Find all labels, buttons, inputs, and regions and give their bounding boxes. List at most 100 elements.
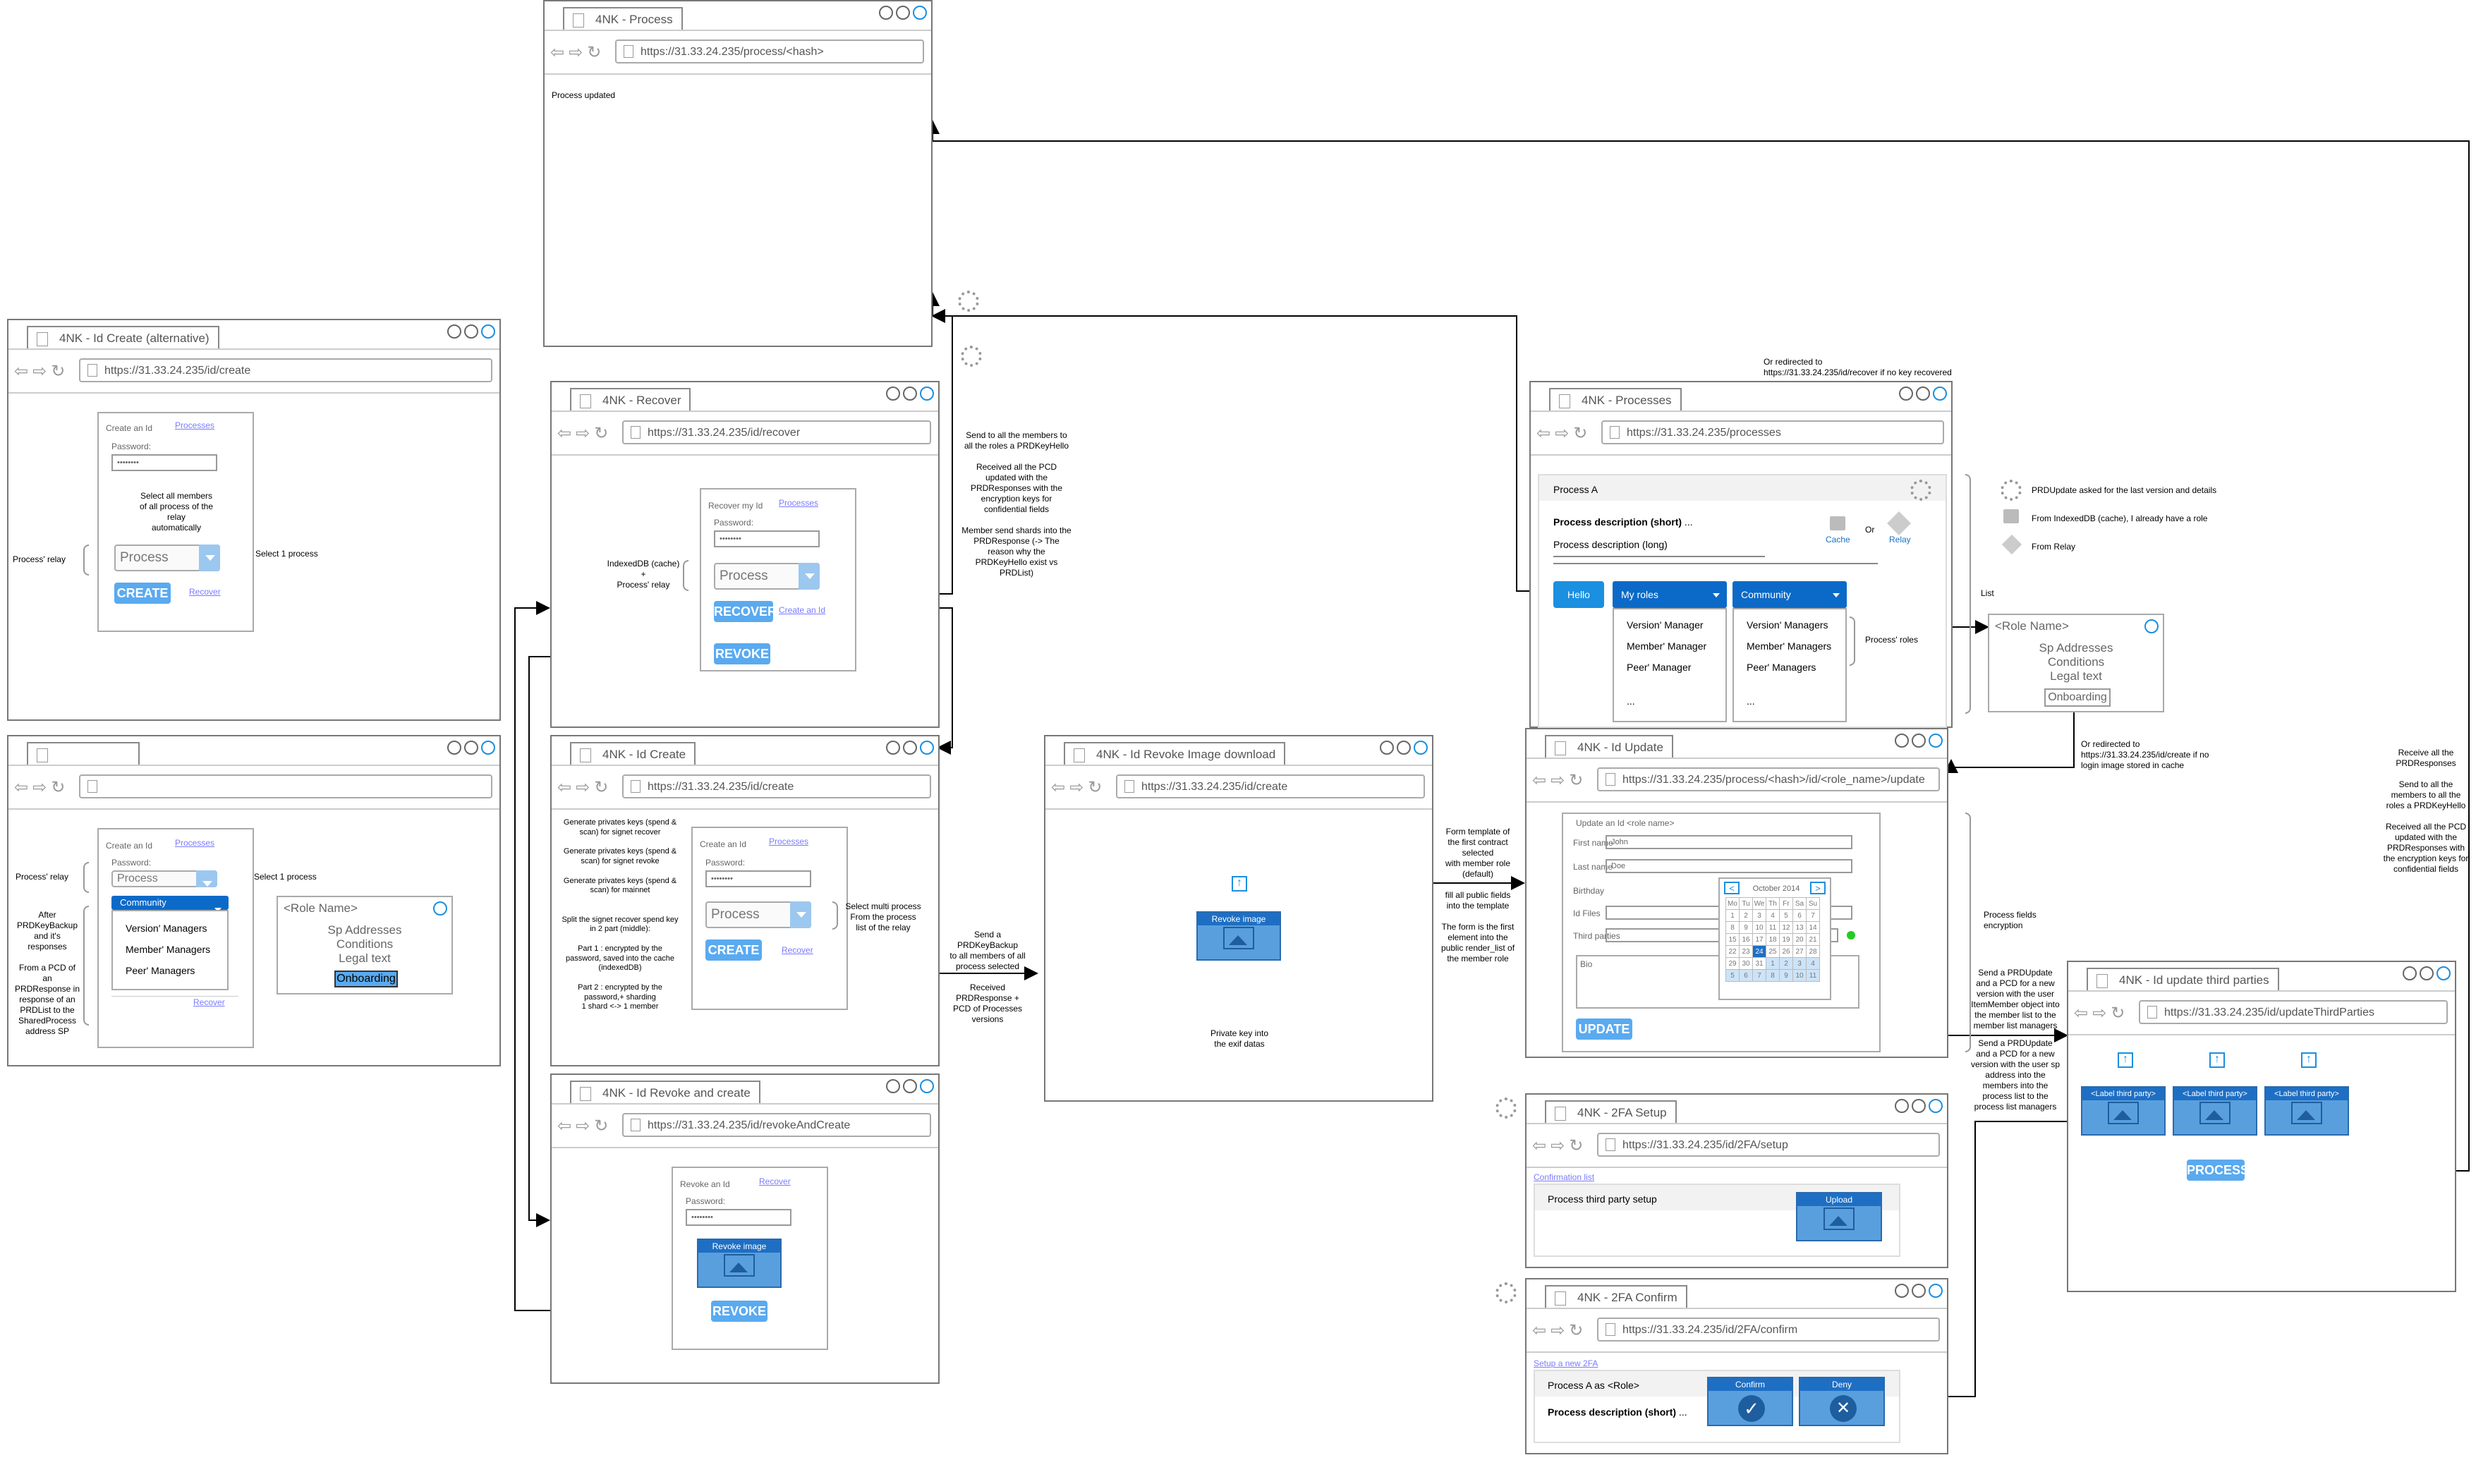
tab-idcreate-alt[interactable]: 4NK - Id Create (alternative)	[27, 326, 219, 350]
processes-link[interactable]: Processes	[779, 498, 819, 508]
hello-button[interactable]: Hello	[1553, 581, 1604, 608]
confirmation-list-link[interactable]: Confirmation list	[1534, 1172, 1595, 1182]
recover-link[interactable]: Recover	[782, 945, 813, 955]
list-item[interactable]: Member' Manager	[1627, 640, 1707, 652]
upload-icon[interactable]: ↑	[2301, 1052, 2317, 1068]
radio-icon[interactable]	[433, 901, 447, 916]
address-bar[interactable]: https://31.33.24.235/id/create	[622, 774, 931, 798]
nav-arrows-icon[interactable]: ⇦⇨↻	[557, 424, 613, 443]
window-controls[interactable]	[1896, 387, 1947, 404]
window-controls[interactable]	[883, 741, 934, 758]
nav-arrows-icon[interactable]: ⇦⇨↻	[1532, 771, 1588, 790]
third-party-image[interactable]: <Label third party>	[2173, 1086, 2257, 1136]
recover-button[interactable]: RECOVER	[714, 601, 777, 622]
last-name-field[interactable]: Doe	[1606, 859, 1852, 873]
processes-link[interactable]: Processes	[175, 420, 215, 430]
revoke-button[interactable]: REVOKE	[711, 1301, 767, 1322]
nav-arrows-icon[interactable]: ⇦⇨↻	[1051, 778, 1107, 797]
list-item[interactable]: Version' Manager	[1627, 619, 1704, 631]
tab-revokecreate[interactable]: 4NK - Id Revoke and create	[570, 1081, 760, 1105]
revoke-button[interactable]: REVOKE	[714, 643, 770, 664]
tab-recover[interactable]: 4NK - Recover	[570, 388, 691, 412]
create-button[interactable]: CREATE	[114, 583, 171, 604]
radio-icon[interactable]	[2144, 619, 2159, 633]
revoke-image[interactable]: Revoke image	[1196, 911, 1281, 961]
address-bar[interactable]: https://31.33.24.235/id/2FA/setup	[1597, 1133, 1940, 1157]
list-item[interactable]: ...	[1747, 695, 1755, 707]
tab-idupdate[interactable]: 4NK - Id Update	[1545, 735, 1673, 759]
nav-arrows-icon[interactable]: ⇦⇨↻	[557, 1117, 613, 1136]
nav-arrows-icon[interactable]: ⇦⇨↻	[1536, 424, 1592, 443]
my-roles-dropdown[interactable]: My roles	[1613, 581, 1727, 608]
onboarding-button[interactable]: Onboarding	[2044, 688, 2111, 707]
list-item[interactable]: Member' Managers	[1747, 640, 1832, 652]
tab-2fasetup[interactable]: 4NK - 2FA Setup	[1545, 1100, 1677, 1124]
password-field[interactable]: ••••••••	[714, 530, 820, 547]
address-bar[interactable]: https://31.33.24.235/id/revokeAndCreate	[622, 1113, 931, 1137]
address-bar[interactable]: https://31.33.24.235/id/create	[1116, 774, 1425, 798]
nav-arrows-icon[interactable]: ⇦⇨↻	[557, 778, 613, 797]
tab-2faconfirm[interactable]: 4NK - 2FA Confirm	[1545, 1285, 1687, 1309]
upload-icon[interactable]: ↑	[2209, 1052, 2225, 1068]
window-controls[interactable]	[876, 6, 927, 23]
onboarding-button[interactable]: Onboarding	[334, 971, 398, 987]
tab-idcreate[interactable]: 4NK - Id Create	[570, 742, 696, 766]
nav-arrows-icon[interactable]: ⇦⇨↻	[1532, 1136, 1588, 1155]
window-controls[interactable]	[1892, 1284, 1943, 1301]
list-item[interactable]: Peer' Managers	[1747, 662, 1816, 673]
process-select[interactable]: Process	[111, 870, 217, 887]
update-button[interactable]: UPDATE	[1576, 1018, 1632, 1040]
window-controls[interactable]	[1892, 1099, 1943, 1117]
address-bar[interactable]: https://31.33.24.235/id/create	[79, 358, 492, 382]
nav-arrows-icon[interactable]: ⇦⇨↻	[550, 43, 606, 62]
window-controls[interactable]	[883, 1079, 934, 1097]
upload-image[interactable]: Upload	[1796, 1192, 1882, 1241]
third-party-image[interactable]: <Label third party>	[2081, 1086, 2166, 1136]
address-bar[interactable]: https://31.33.24.235/id/updateThirdParti…	[2139, 1000, 2448, 1024]
address-bar[interactable]: https://31.33.24.235/id/2FA/confirm	[1597, 1318, 1940, 1342]
recover-link[interactable]: Recover	[759, 1176, 791, 1186]
tab-process[interactable]: 4NK - Process	[563, 7, 683, 31]
list-item[interactable]: ...	[1627, 695, 1635, 707]
deny-button[interactable]: Deny ✕	[1799, 1377, 1885, 1426]
recover-link[interactable]: Recover	[193, 997, 225, 1007]
create-id-link[interactable]: Create an Id	[779, 605, 826, 615]
window-controls[interactable]	[1377, 741, 1428, 758]
tab-processes[interactable]: 4NK - Processes	[1549, 388, 1682, 412]
tab-revokeimg[interactable]: 4NK - Id Revoke Image download	[1064, 742, 1286, 766]
first-name-field[interactable]: John	[1606, 835, 1852, 849]
address-bar[interactable]: https://31.33.24.235/id/recover	[622, 420, 931, 444]
nav-arrows-icon[interactable]: ⇦⇨↻	[14, 778, 70, 797]
processes-link[interactable]: Processes	[175, 838, 215, 848]
list-item[interactable]: Version' Managers	[126, 923, 207, 934]
nav-arrows-icon[interactable]: ⇦⇨↻	[14, 362, 70, 381]
password-field[interactable]: ••••••••	[686, 1209, 791, 1226]
tab-blank[interactable]	[27, 742, 140, 766]
list-item[interactable]: Version' Managers	[1747, 619, 1828, 631]
prev-month-icon[interactable]: <	[1724, 882, 1740, 894]
nav-arrows-icon[interactable]: ⇦⇨↻	[2074, 1004, 2130, 1023]
recover-link[interactable]: Recover	[189, 587, 221, 597]
window-controls[interactable]	[2400, 966, 2451, 984]
setup-2fa-link[interactable]: Setup a new 2FA	[1534, 1358, 1598, 1368]
next-month-icon[interactable]: >	[1810, 882, 1826, 894]
window-controls[interactable]	[883, 387, 934, 404]
address-bar[interactable]	[79, 774, 492, 798]
tab-thirdparties[interactable]: 4NK - Id update third parties	[2087, 968, 2279, 992]
nav-arrows-icon[interactable]: ⇦⇨↻	[1532, 1321, 1588, 1340]
process-select[interactable]: Process	[705, 901, 811, 928]
password-field[interactable]: ••••••••	[111, 454, 217, 471]
create-button[interactable]: CREATE	[705, 939, 762, 961]
window-controls[interactable]	[444, 741, 495, 758]
confirm-button[interactable]: Confirm ✓	[1707, 1377, 1793, 1426]
third-party-image[interactable]: <Label third party>	[2264, 1086, 2349, 1136]
process-select[interactable]: Process	[714, 563, 820, 590]
list-item[interactable]: Member' Managers	[126, 944, 211, 955]
list-item[interactable]: Peer' Manager	[1627, 662, 1692, 673]
address-bar[interactable]: https://31.33.24.235/processes	[1601, 420, 1944, 444]
download-icon[interactable]: ↑	[1232, 876, 1247, 892]
upload-icon[interactable]: ↑	[2118, 1052, 2133, 1068]
community-dropdown[interactable]: Community	[1732, 581, 1847, 608]
window-controls[interactable]	[1892, 734, 1943, 751]
